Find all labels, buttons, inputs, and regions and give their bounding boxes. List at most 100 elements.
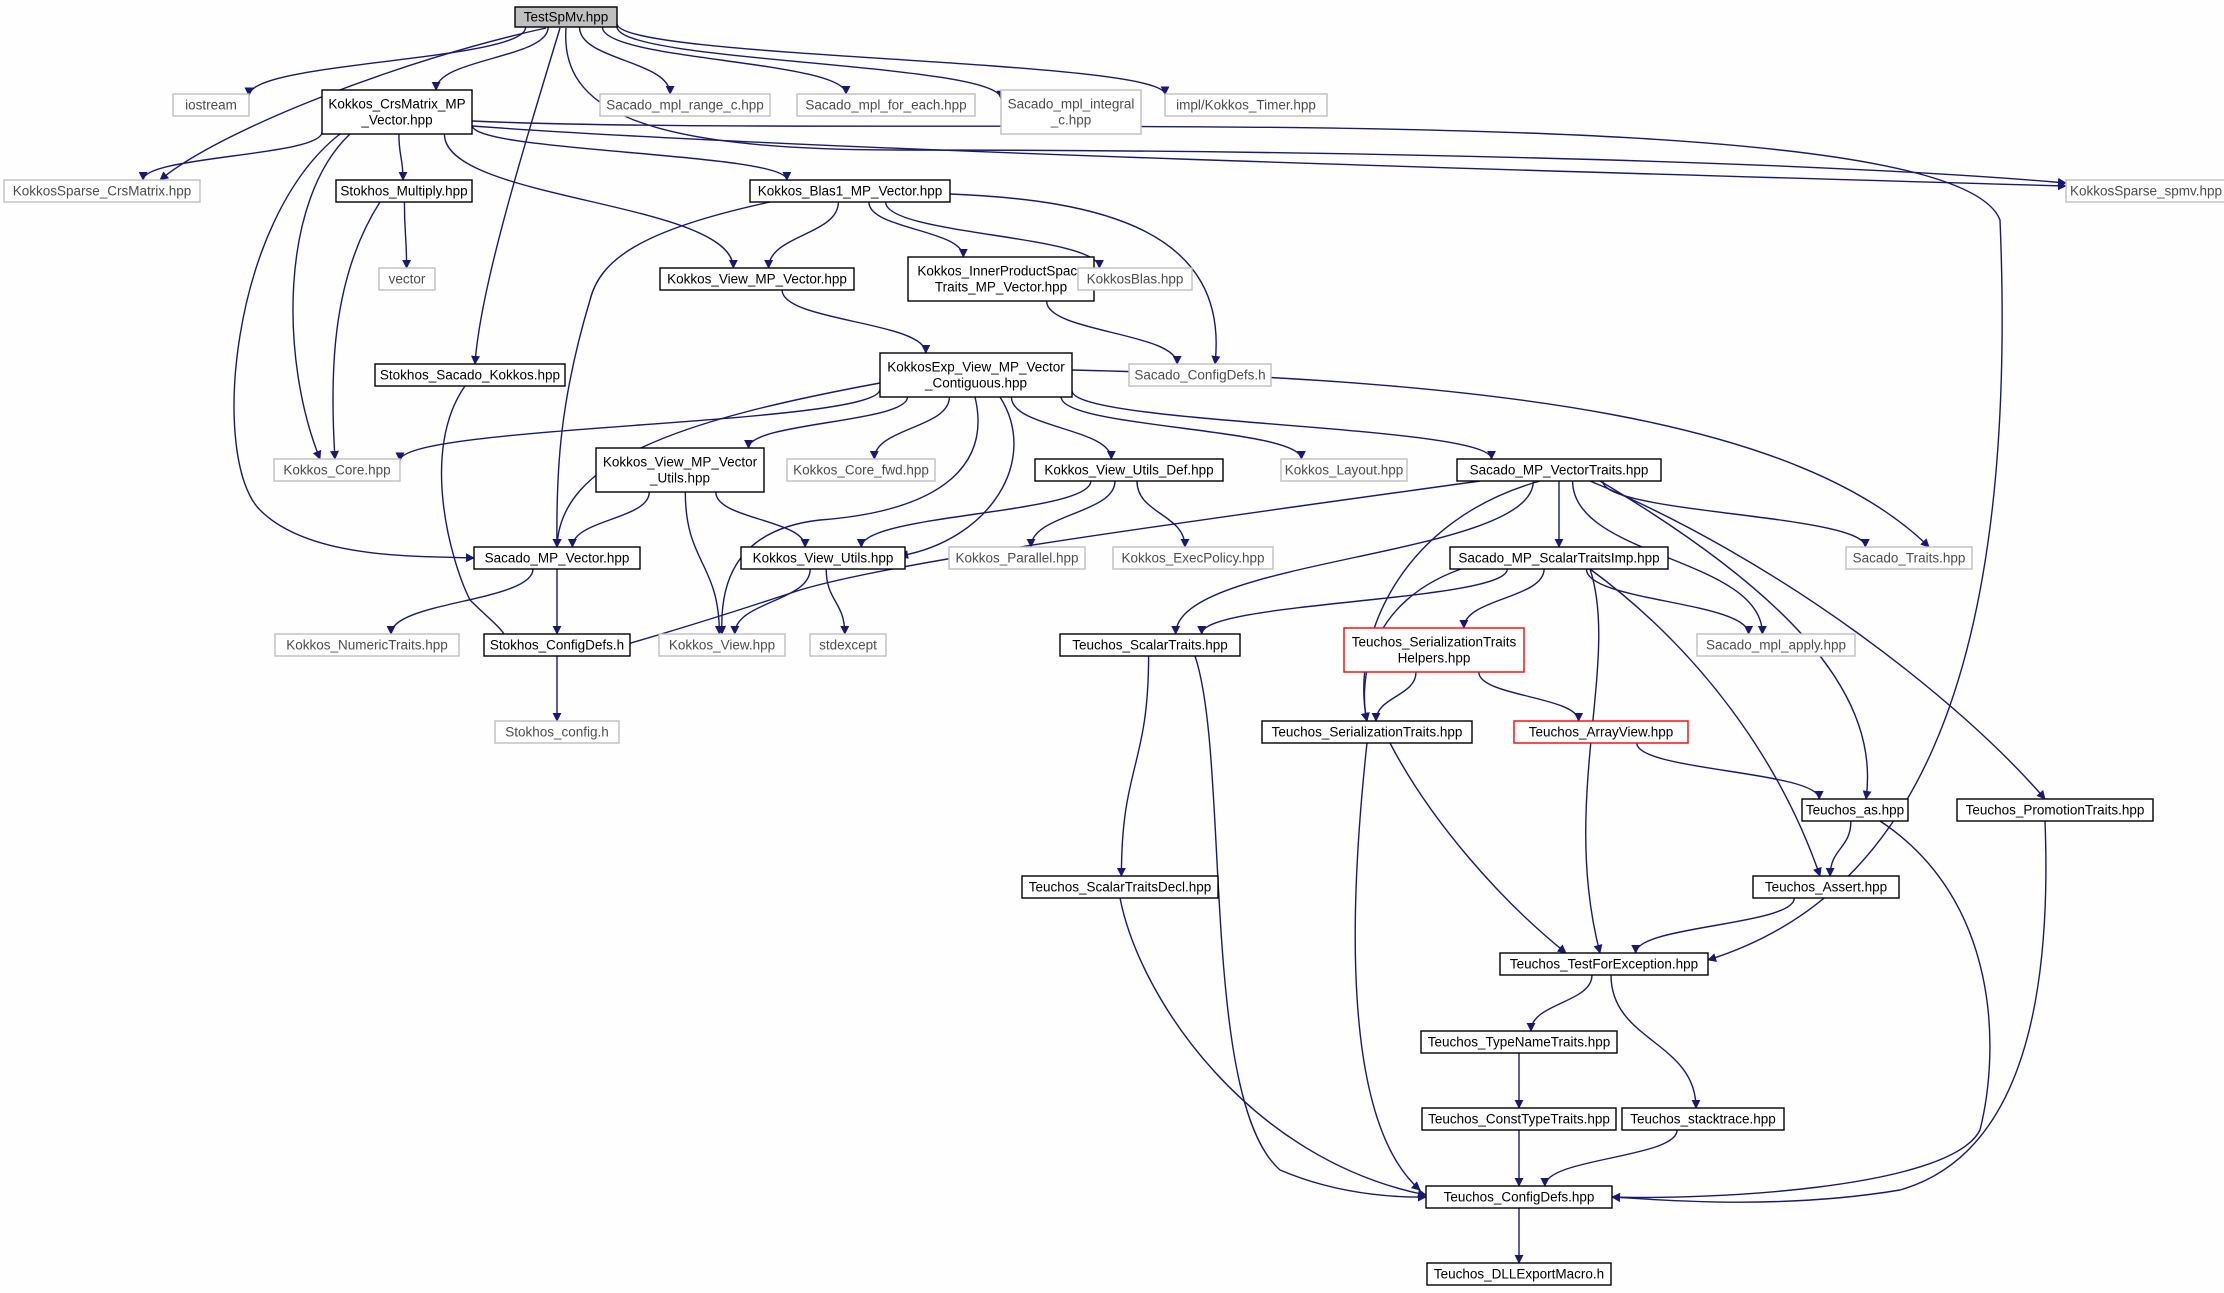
node-box — [1420, 1030, 1618, 1054]
node-klayout[interactable]: Kokkos_Layout.hpp — [1280, 458, 1408, 482]
edge-t_assert-to-t_testfor — [1631, 897, 1795, 954]
node-label: _Vector.hpp — [360, 113, 432, 128]
node-box — [907, 256, 1095, 302]
edge-view_mp-to-kexp — [781, 289, 931, 354]
node-vmp_utils[interactable]: Kokkos_View_MP_Vector_Utils.hpp — [595, 447, 765, 493]
node-t_dll[interactable]: Teuchos_DLLExportMacro.h — [1426, 1262, 1612, 1286]
node-scalar_imp[interactable]: Sacado_MP_ScalarTraitsImp.hpp — [1449, 546, 1669, 570]
edge-root-to-timer — [616, 23, 1170, 96]
node-stok_config[interactable]: Stokhos_config.h — [494, 720, 620, 744]
edge-vutils-to-kview — [730, 568, 811, 635]
edge-ser_traits-to-t_cfg — [1354, 742, 1421, 1191]
node-mpv_traits[interactable]: Sacado_MP_VectorTraits.hpp — [1456, 458, 1662, 482]
node-t_scalar[interactable]: Teuchos_ScalarTraits.hpp — [1059, 633, 1241, 657]
node-t_assert[interactable]: Teuchos_Assert.hpp — [1752, 875, 1900, 899]
edge-crs-to-ks_crs — [138, 131, 323, 181]
node-kexec[interactable]: Kokkos_ExecPolicy.hpp — [1112, 546, 1274, 570]
node-label: Kokkos_View_Utils.hpp — [753, 551, 894, 566]
node-crs[interactable]: Kokkos_CrsMatrix_MP_Vector.hpp — [321, 89, 473, 135]
node-vutils_def[interactable]: Kokkos_View_Utils_Def.hpp — [1034, 458, 1224, 482]
node-kcore[interactable]: Kokkos_Core.hpp — [273, 458, 401, 482]
node-label: _Utils.hpp — [649, 471, 710, 486]
edge-scalar_imp-to-t_assert — [1589, 568, 1822, 877]
node-box — [1956, 798, 2154, 822]
node-box — [879, 352, 1073, 398]
node-label: Teuchos_stacktrace.hpp — [1630, 1112, 1776, 1127]
node-root[interactable]: TestSpMv.hpp — [514, 6, 618, 28]
node-box — [1021, 875, 1219, 899]
node-t_stack[interactable]: Teuchos_stacktrace.hpp — [1621, 1107, 1785, 1131]
node-box — [1077, 267, 1193, 291]
node-box — [374, 363, 566, 387]
node-inner[interactable]: Kokkos_InnerProductSpaceTraits_MP_Vector… — [907, 256, 1095, 302]
node-mpl_range[interactable]: Sacado_mpl_range_c.hpp — [599, 93, 771, 117]
node-label: Teuchos_ConfigDefs.hpp — [1444, 1190, 1595, 1205]
edge-t_testfor-to-t_typename — [1526, 974, 1593, 1032]
node-mpl_integral[interactable]: Sacado_mpl_integral_c.hpp — [1000, 89, 1142, 135]
node-sac_traits[interactable]: Sacado_Traits.hpp — [1845, 546, 1973, 570]
node-ks_crs[interactable]: KokkosSparse_CrsMatrix.hpp — [3, 179, 201, 203]
node-sac_mpv[interactable]: Sacado_MP_Vector.hpp — [473, 546, 641, 570]
node-vector[interactable]: vector — [378, 267, 436, 291]
node-label: KokkosExp_View_MP_Vector — [887, 360, 1065, 375]
node-label: Sacado_mpl_for_each.hpp — [805, 98, 966, 113]
node-vutils[interactable]: Kokkos_View_Utils.hpp — [740, 546, 906, 570]
node-label: Sacado_ConfigDefs.h — [1134, 368, 1265, 383]
node-label: Kokkos_View.hpp — [669, 638, 775, 653]
node-box — [1164, 93, 1328, 117]
edge-crs-to-multiply — [398, 133, 408, 181]
node-box — [786, 458, 936, 482]
edge-t_scalar_decl-to-t_cfg — [1119, 897, 1427, 1198]
edge-vmp_utils-to-sac_mpv — [567, 491, 650, 548]
edge-root-to-mpl_integral — [616, 26, 1006, 100]
node-kblas[interactable]: KokkosBlas.hpp — [1077, 267, 1193, 291]
node-stdexcept[interactable]: stdexcept — [809, 633, 887, 657]
node-t_cfg[interactable]: Teuchos_ConfigDefs.hpp — [1425, 1185, 1613, 1209]
node-t_as[interactable]: Teuchos_as.hpp — [1801, 798, 1909, 822]
node-stok_sac[interactable]: Stokhos_Sacado_Kokkos.hpp — [374, 363, 566, 387]
node-sacado_cfg[interactable]: Sacado_ConfigDefs.h — [1128, 363, 1272, 387]
edge-kexp-to-vutils_def — [1010, 396, 1116, 460]
node-box — [1343, 627, 1525, 673]
node-t_testfor[interactable]: Teuchos_TestForException.hpp — [1499, 952, 1709, 976]
node-label: _c.hpp — [1050, 113, 1092, 128]
node-timer[interactable]: impl/Kokkos_Timer.hpp — [1164, 93, 1328, 117]
node-label: Kokkos_Core_fwd.hpp — [793, 463, 929, 478]
node-t_scalar_decl[interactable]: Teuchos_ScalarTraitsDecl.hpp — [1021, 875, 1219, 899]
node-ser_traits[interactable]: Teuchos_SerializationTraits.hpp — [1261, 720, 1473, 744]
node-t_promo[interactable]: Teuchos_PromotionTraits.hpp — [1956, 798, 2154, 822]
node-label: Sacado_MP_Vector.hpp — [485, 551, 630, 566]
edge-blas1-to-inner — [868, 201, 968, 258]
node-mpl_foreach[interactable]: Sacado_mpl_for_each.hpp — [796, 93, 976, 117]
node-multiply[interactable]: Stokhos_Multiply.hpp — [335, 179, 473, 203]
node-view_mp[interactable]: Kokkos_View_MP_Vector.hpp — [659, 267, 855, 291]
node-kparallel[interactable]: Kokkos_Parallel.hpp — [948, 546, 1086, 570]
node-kexp[interactable]: KokkosExp_View_MP_Vector_Contiguous.hpp — [879, 352, 1073, 398]
node-arrayview[interactable]: Teuchos_ArrayView.hpp — [1513, 720, 1689, 744]
node-box — [809, 633, 887, 657]
node-box — [749, 179, 951, 203]
edge-root-to-mpl_range — [578, 26, 675, 95]
node-blas1[interactable]: Kokkos_Blas1_MP_Vector.hpp — [749, 179, 951, 203]
node-kcore_fwd[interactable]: Kokkos_Core_fwd.hpp — [786, 458, 936, 482]
node-ks_spmv[interactable]: KokkosSparse_spmv.hpp — [2065, 179, 2224, 203]
node-t_const[interactable]: Teuchos_ConstTypeTraits.hpp — [1421, 1107, 1617, 1131]
edge-t_testfor-to-t_stack — [1610, 974, 1701, 1109]
node-label: Teuchos_ScalarTraitsDecl.hpp — [1029, 880, 1212, 895]
node-label: Teuchos_Assert.hpp — [1765, 880, 1887, 895]
node-label: Kokkos_View_Utils_Def.hpp — [1044, 463, 1213, 478]
node-knum[interactable]: Kokkos_NumericTraits.hpp — [274, 633, 460, 657]
node-t_typename[interactable]: Teuchos_TypeNameTraits.hpp — [1420, 1030, 1618, 1054]
node-iostream[interactable]: iostream — [172, 93, 250, 117]
node-box — [473, 546, 641, 570]
node-box — [948, 546, 1086, 570]
node-stok_cfg[interactable]: Stokhos_ConfigDefs.h — [483, 633, 631, 657]
edge-scalar_imp-to-t_testfor — [1585, 568, 1603, 954]
node-kview[interactable]: Kokkos_View.hpp — [658, 633, 786, 657]
edge-blas1-to-sacado_cfg — [949, 193, 1221, 365]
node-label: Teuchos_SerializationTraits — [1352, 635, 1517, 650]
edge-mpv_traits-to-stok_cfg — [620, 480, 1481, 651]
node-mpl_apply[interactable]: Sacado_mpl_apply.hpp — [1696, 633, 1856, 657]
edge-crs-to-blas1 — [471, 124, 792, 181]
